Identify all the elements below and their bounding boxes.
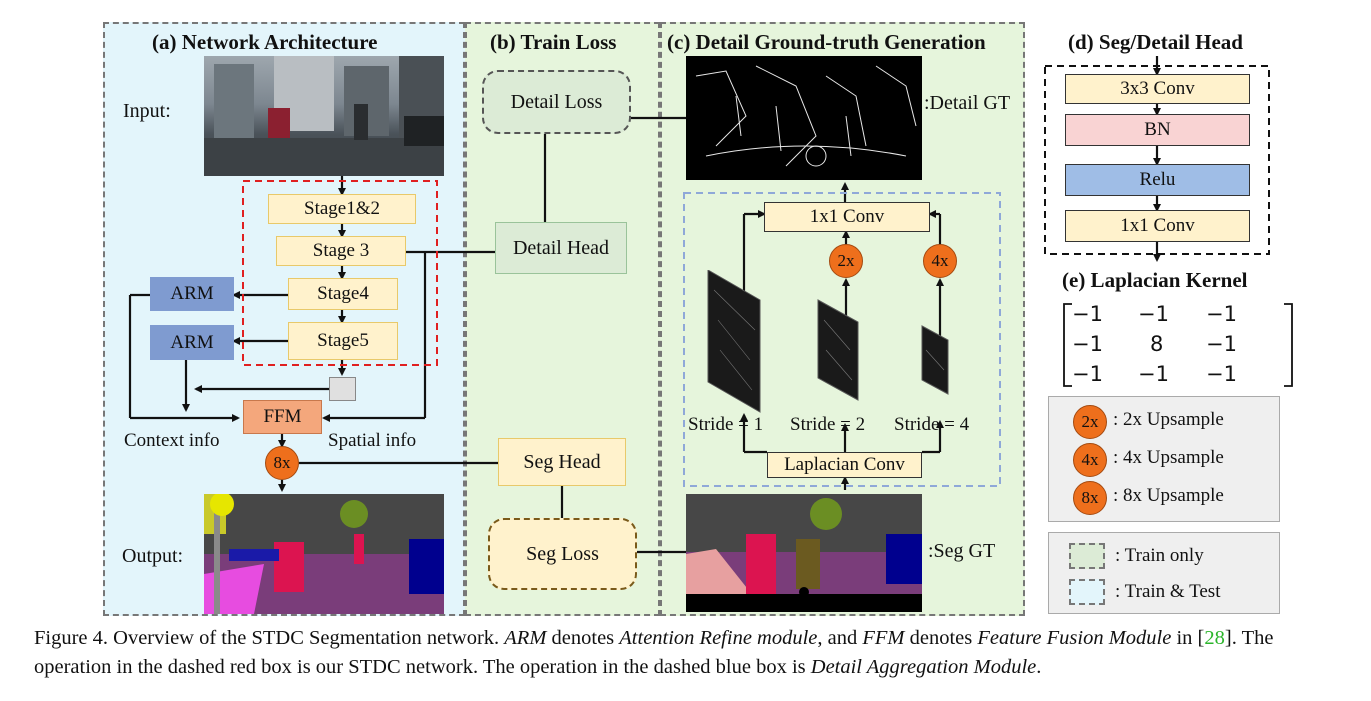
head-layer-1x1-conv: 1x1 Conv — [1065, 210, 1250, 242]
legend-8x-badge: 8x — [1073, 481, 1107, 515]
caption-italic: Attention Refine module — [619, 627, 818, 649]
kernel-r1c2: −1 — [1206, 332, 1237, 356]
head-layer-bn: BN — [1065, 114, 1250, 146]
kernel-r1c1: 8 — [1150, 332, 1164, 356]
legend-4x-badge: 4x — [1073, 443, 1107, 477]
kernel-r1c0: −1 — [1072, 332, 1103, 356]
panel-e-title: (e) Laplacian Kernel — [1062, 268, 1248, 292]
legend-upsample: 2x : 2x Upsample 4x : 4x Upsample 8x : 8… — [1048, 396, 1280, 522]
ffm-block: FFM — [243, 400, 322, 434]
panel-c-title: (c) Detail Ground-truth Generation — [667, 30, 986, 54]
caption-part: , and — [817, 627, 863, 649]
caption-italic: Detail Aggregation Module — [810, 656, 1037, 678]
upsample-2x-badge: 2x — [829, 244, 863, 278]
legend-4x-text: : 4x Upsample — [1113, 447, 1224, 468]
caption-italic: Feature Fusion Module — [977, 627, 1172, 649]
upsample-4x-badge: 4x — [923, 244, 957, 278]
stage-1-2: Stage1&2 — [268, 194, 416, 224]
head-layer-relu: Relu — [1065, 164, 1250, 196]
spatial-info-label: Spatial info — [328, 430, 417, 451]
kernel-r0c1: −1 — [1138, 302, 1169, 326]
context-info-label: Context info — [124, 430, 220, 451]
panel-a-title: (a) Network Architecture — [152, 30, 378, 54]
feature-map-stride-2 — [817, 299, 859, 401]
kernel-r2c0: −1 — [1072, 362, 1103, 386]
stage-3: Stage 3 — [276, 236, 406, 266]
output-segmentation-image — [204, 494, 444, 614]
stage-5: Stage5 — [288, 322, 398, 360]
kernel-r0c2: −1 — [1206, 302, 1237, 326]
legend-train-test-swatch — [1069, 579, 1105, 605]
caption-italic: FFM — [862, 627, 905, 649]
head-layer-3x3-conv: 3x3 Conv — [1065, 74, 1250, 104]
caption-part: denotes — [546, 627, 620, 649]
stride-4-label: Stride = 4 — [894, 414, 970, 435]
arm-block-1: ARM — [150, 277, 234, 311]
legend-train-test-text: : Train & Test — [1115, 581, 1221, 602]
feature-map-stride-1 — [707, 270, 761, 413]
caption-part: in [ — [1171, 627, 1205, 649]
caption-part: ]. The operation in the dashed red box i… — [34, 627, 1274, 678]
legend-2x-text: : 2x Upsample — [1113, 409, 1224, 430]
caption-reference-link[interactable]: 28 — [1204, 627, 1225, 649]
kernel-r2c1: −1 — [1138, 362, 1169, 386]
detail-loss-box: Detail Loss — [482, 70, 631, 134]
detail-gt-image — [686, 56, 922, 180]
legend-phase: : Train only : Train & Test — [1048, 532, 1280, 614]
seg-gt-label: :Seg GT — [928, 540, 996, 562]
legend-train-only-swatch — [1069, 543, 1105, 569]
kernel-r2c2: −1 — [1206, 362, 1237, 386]
legend-8x-text: : 8x Upsample — [1113, 485, 1224, 506]
panel-d-title: (d) Seg/Detail Head — [1068, 30, 1243, 54]
seg-gt-map-icon — [686, 494, 922, 612]
stage-4: Stage4 — [288, 278, 398, 310]
output-label: Output: — [122, 545, 184, 567]
detail-gt-label: :Detail GT — [924, 92, 1011, 114]
legend-train-only-text: : Train only — [1115, 545, 1204, 566]
input-label: Input: — [123, 100, 171, 122]
stride-1-label: Stride = 1 — [688, 414, 764, 435]
kernel-r0c0: −1 — [1072, 302, 1103, 326]
panel-b-title: (b) Train Loss — [490, 30, 617, 54]
upsample-8x-badge: 8x — [265, 446, 299, 480]
caption-part: . — [1036, 656, 1042, 678]
seg-gt-image — [686, 494, 922, 612]
arm-block-2: ARM — [150, 325, 234, 360]
conv-1x1-box: 1x1 Conv — [764, 202, 930, 232]
pooling-box — [329, 377, 356, 401]
street-scene-icon — [204, 56, 444, 176]
detail-head-box: Detail Head — [495, 222, 627, 274]
seg-head-box: Seg Head — [498, 438, 626, 486]
legend-2x-badge: 2x — [1073, 405, 1107, 439]
caption-italic: ARM — [504, 627, 547, 649]
laplacian-kernel-brackets — [1063, 303, 1293, 387]
caption-part: denotes — [904, 627, 978, 649]
laplacian-conv-box: Laplacian Conv — [767, 452, 922, 478]
caption-part: Figure 4. Overview of the STDC Segmentat… — [34, 627, 505, 649]
figure-caption: Figure 4. Overview of the STDC Segmentat… — [34, 624, 1354, 682]
input-street-image — [204, 56, 444, 176]
feature-maps — [707, 270, 949, 413]
segmentation-map-icon — [204, 494, 444, 614]
edge-map-icon — [695, 65, 917, 167]
stride-2-label: Stride = 2 — [790, 414, 866, 435]
seg-loss-box: Seg Loss — [488, 518, 637, 590]
